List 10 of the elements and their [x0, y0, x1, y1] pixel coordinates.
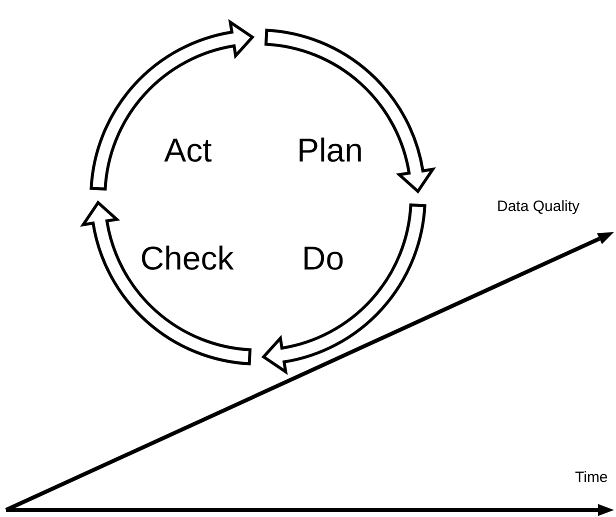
phase-label: Do [302, 242, 344, 274]
phase-label: Check [140, 242, 234, 274]
phase-label: Act [164, 134, 212, 166]
phase-label: Plan [296, 134, 364, 166]
cycle-arrow [82, 201, 252, 366]
cycle-arrow [262, 204, 426, 374]
cycle-arrow [90, 20, 254, 190]
cycle-arrow [264, 28, 434, 193]
axis-label: Data Quality [497, 199, 580, 214]
axis-label: Time [575, 470, 608, 485]
